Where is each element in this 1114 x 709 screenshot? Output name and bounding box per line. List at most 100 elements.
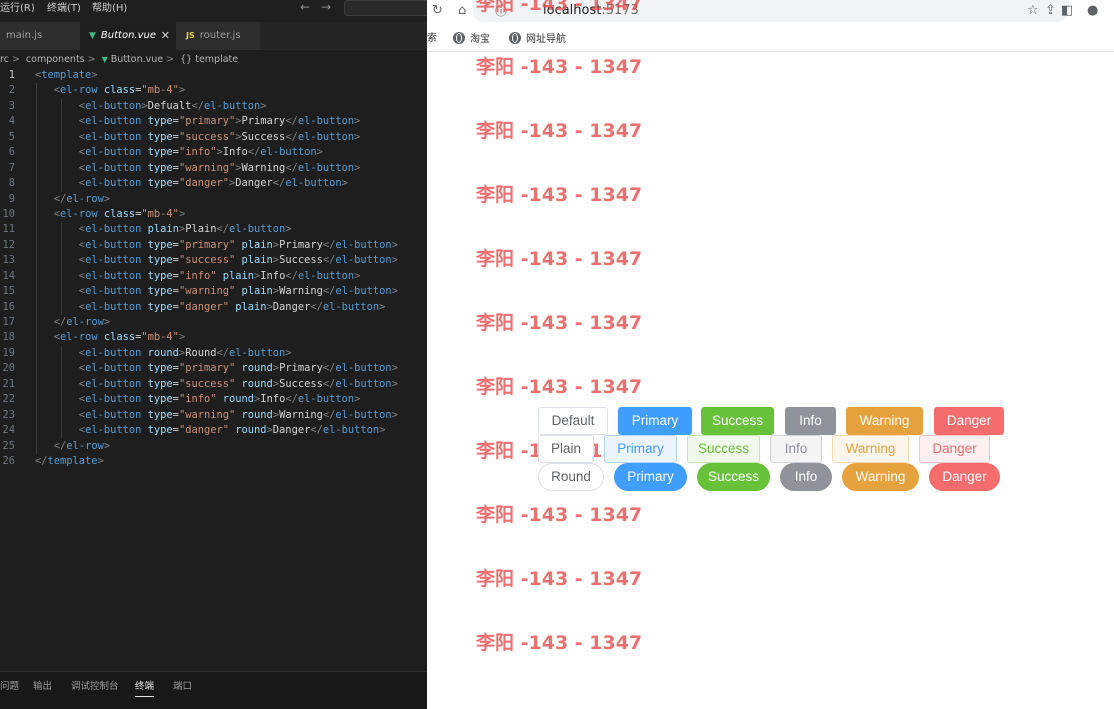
tab-main-js[interactable]: main.js — [0, 22, 80, 50]
code-editor: 运行(R) 终端(T) 帮助(H) ← → main.js ▼Button.vu… — [0, 0, 427, 709]
watermark-text: 李阳 -143 - 1347 — [476, 568, 643, 590]
tab-label: Button.vue — [100, 30, 157, 41]
menu-run[interactable]: 运行(R) — [0, 3, 35, 14]
bookmark-nav[interactable]: 网址导航 — [509, 32, 566, 47]
code-line: 1<template> — [8, 69, 98, 81]
url-text[interactable]: localhost:5173 — [543, 2, 639, 20]
default-button[interactable]: Default — [538, 407, 608, 435]
primary-button[interactable]: Primary — [618, 407, 692, 435]
code-area[interactable]: 1<template> 2 <el-row class="mb-4"> 3 <e… — [0, 68, 427, 469]
bookmark-item[interactable]: 索 — [427, 33, 437, 44]
code-line: 14 <el-button type="info" plain>Info</el… — [0, 268, 427, 285]
watermark-text: 李阳 -143 - 1347 — [476, 184, 643, 206]
vue-icon: ▼ — [89, 31, 96, 41]
back-arrow-icon[interactable]: ← — [300, 0, 311, 14]
panel-tab-ports[interactable]: 端口 — [173, 681, 193, 692]
vue-icon: ▼ — [101, 55, 108, 64]
forward-arrow-icon[interactable]: → — [321, 0, 332, 14]
site-info-icon[interactable]: ⓘ — [495, 4, 508, 18]
bookmark-label: 淘宝 — [470, 34, 490, 45]
url-host: localhost — [543, 3, 602, 18]
code-line: 26</template> — [2, 454, 104, 467]
panel-tab-problems[interactable]: 问题 — [0, 681, 20, 692]
breadcrumb: rc> components> ▼Button.vue> {}template — [0, 51, 427, 68]
panel-tab-output[interactable]: 输出 — [33, 681, 53, 692]
code-line: 23 <el-button type="warning" round>Warni… — [0, 407, 427, 424]
danger-button[interactable]: Danger — [934, 407, 1004, 435]
watermark-text: 李阳 -143 - 1347 — [476, 248, 643, 270]
code-line: 2 <el-row class="mb-4"> — [0, 83, 427, 99]
round-danger-button[interactable]: Danger — [929, 463, 1000, 491]
watermark-text: 李阳 -143 - 1347 — [476, 504, 643, 526]
code-line: 5 <el-button type="success">Success</el-… — [0, 129, 427, 146]
tab-label: router.js — [199, 30, 241, 41]
plain-danger-button[interactable]: Danger — [919, 435, 990, 463]
code-line: 8 <el-button type="danger">Danger</el-bu… — [0, 176, 427, 192]
round-success-button[interactable]: Success — [697, 463, 770, 491]
chevron-right-icon: > — [166, 54, 175, 65]
code-line: 25 </el-row> — [0, 438, 427, 454]
bookmark-taobao[interactable]: 淘宝 — [453, 32, 490, 47]
code-line: 17 </el-row> — [0, 315, 427, 331]
code-line: 22 <el-button type="info" round>Info</el… — [0, 392, 427, 408]
watermark-text: 李阳 -143 - 1347 — [476, 312, 643, 334]
code-line: 11 <el-button plain>Plain</el-button> — [0, 222, 427, 238]
globe-icon — [509, 32, 521, 44]
watermark-text: 李阳 -143 - 1347 — [476, 632, 643, 654]
bottom-panel: 问题 输出 调试控制台 终端 端口 — [0, 671, 427, 709]
breadcrumb-item[interactable]: rc — [0, 54, 9, 65]
reload-icon[interactable]: ↻ — [432, 3, 443, 18]
breadcrumb-item[interactable]: template — [195, 54, 239, 65]
star-icon[interactable]: ☆ — [1027, 3, 1039, 18]
watermark-text: 李阳 -143 - 1347 — [476, 120, 643, 142]
breadcrumb-item[interactable]: Button.vue — [110, 54, 164, 65]
browser-toolbar: ↻ ⌂ ⓘ localhost:5173 ⇪ ☆ ◧ ● — [427, 0, 1114, 26]
profile-icon[interactable]: ● — [1087, 3, 1099, 18]
bookmarks-bar: 索 淘宝 网址导航 — [427, 28, 1114, 52]
plain-info-button[interactable]: Info — [770, 435, 822, 463]
address-bar[interactable]: ⓘ localhost:5173 ⇪ — [473, 0, 1069, 22]
code-line: 9 </el-row> — [0, 191, 427, 207]
home-icon[interactable]: ⌂ — [458, 3, 467, 18]
plain-primary-button[interactable]: Primary — [604, 435, 677, 463]
watermark-text: 李阳 -143 - 1347 — [476, 56, 643, 78]
side-panel-icon[interactable]: ◧ — [1061, 3, 1074, 18]
command-center[interactable] — [344, 0, 427, 16]
globe-icon — [453, 32, 465, 44]
menu-bar: 运行(R) 终端(T) 帮助(H) ← → — [0, 0, 427, 22]
code-line: 13 <el-button type="success" plain>Succe… — [0, 253, 427, 269]
plain-warning-button[interactable]: Warning — [832, 435, 909, 463]
braces-icon: {} — [180, 54, 193, 65]
code-line: 7 <el-button type="warning">Warning</el-… — [0, 160, 427, 177]
plain-success-button[interactable]: Success — [687, 435, 760, 463]
watermark-text: 李阳 -143 - 1347 — [476, 0, 643, 15]
info-button[interactable]: Info — [785, 407, 836, 435]
round-warning-button[interactable]: Warning — [842, 463, 919, 491]
share-icon[interactable]: ⇪ — [1045, 3, 1056, 18]
panel-tab-debug-console[interactable]: 调试控制台 — [71, 681, 119, 692]
code-line: 10 <el-row class="mb-4"> — [0, 206, 427, 223]
menu-terminal[interactable]: 终端(T) — [47, 3, 81, 14]
breadcrumb-item[interactable]: components — [25, 54, 85, 65]
code-line: 21 <el-button type="success" round>Succe… — [0, 376, 427, 393]
watermark-text: 李阳 -143 - 1347 — [476, 376, 643, 398]
round-info-button[interactable]: Info — [780, 463, 832, 491]
panel-tab-terminal[interactable]: 终端 — [135, 680, 155, 697]
code-line: 19 <el-button round>Round</el-button> — [0, 345, 427, 362]
round-primary-button[interactable]: Primary — [614, 463, 687, 491]
tab-button-vue[interactable]: ▼ Button.vue ✕ — [80, 22, 176, 50]
menu-help[interactable]: 帮助(H) — [92, 3, 128, 14]
code-line: 12 <el-button type="primary" plain>Prima… — [0, 237, 427, 254]
url-port: :5173 — [601, 3, 639, 18]
code-line: 20 <el-button type="primary" round>Prima… — [0, 361, 427, 377]
plain-button[interactable]: Plain — [538, 435, 594, 463]
tab-label: main.js — [6, 30, 43, 41]
warning-button[interactable]: Warning — [846, 407, 923, 435]
success-button[interactable]: Success — [701, 407, 774, 435]
round-button[interactable]: Round — [538, 463, 604, 491]
close-icon[interactable]: ✕ — [160, 29, 170, 42]
chevron-right-icon: > — [11, 54, 20, 65]
bookmark-label: 网址导航 — [526, 34, 566, 45]
